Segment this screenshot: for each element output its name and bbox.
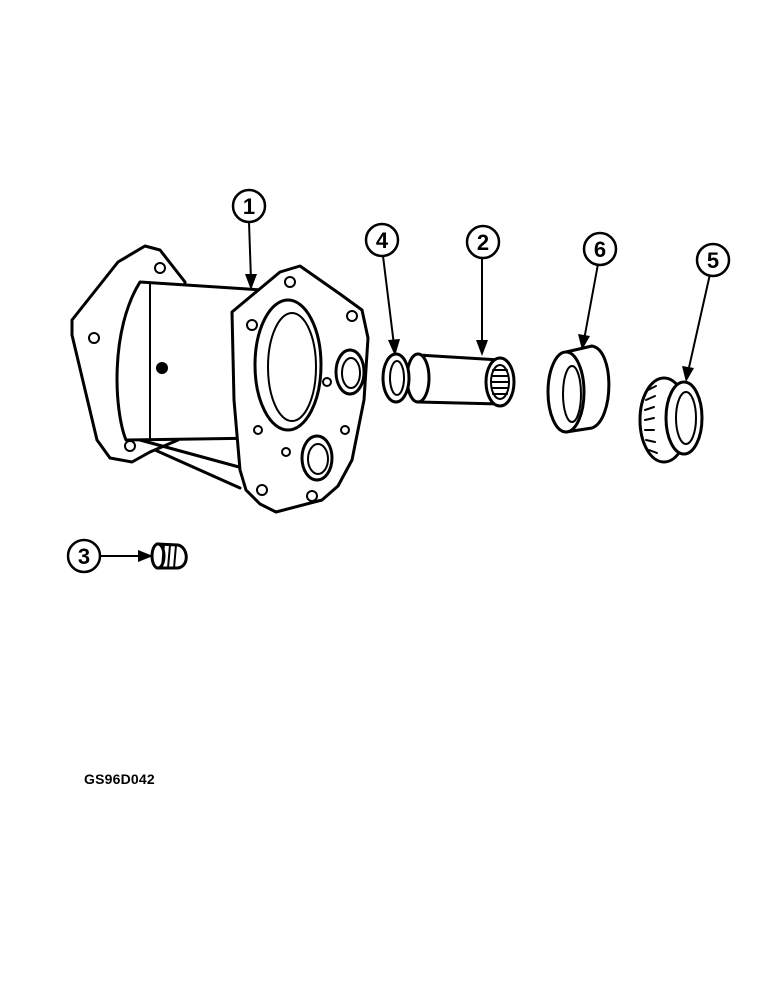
leader-lines	[100, 221, 711, 562]
callout-1: 1	[231, 188, 267, 224]
callout-6: 6	[582, 231, 618, 267]
part-3-plug	[150, 542, 188, 570]
figure-code: GS96D042	[84, 771, 155, 787]
callout-4: 4	[364, 222, 400, 258]
part-1-housing	[70, 244, 370, 514]
svg-text:4: 4	[376, 228, 389, 253]
svg-text:2: 2	[477, 230, 489, 255]
svg-text:5: 5	[707, 248, 719, 273]
part-4-o-ring	[381, 352, 411, 404]
part-5-bearing-cone	[638, 376, 704, 464]
part-6-bearing-cup	[546, 344, 611, 434]
svg-text:6: 6	[594, 237, 606, 262]
svg-text:1: 1	[243, 194, 255, 219]
part-2-sleeve	[405, 352, 516, 408]
callout-2: 2	[465, 224, 501, 260]
callout-5: 5	[695, 242, 731, 278]
callout-3: 3	[66, 538, 102, 574]
svg-text:3: 3	[78, 544, 90, 569]
